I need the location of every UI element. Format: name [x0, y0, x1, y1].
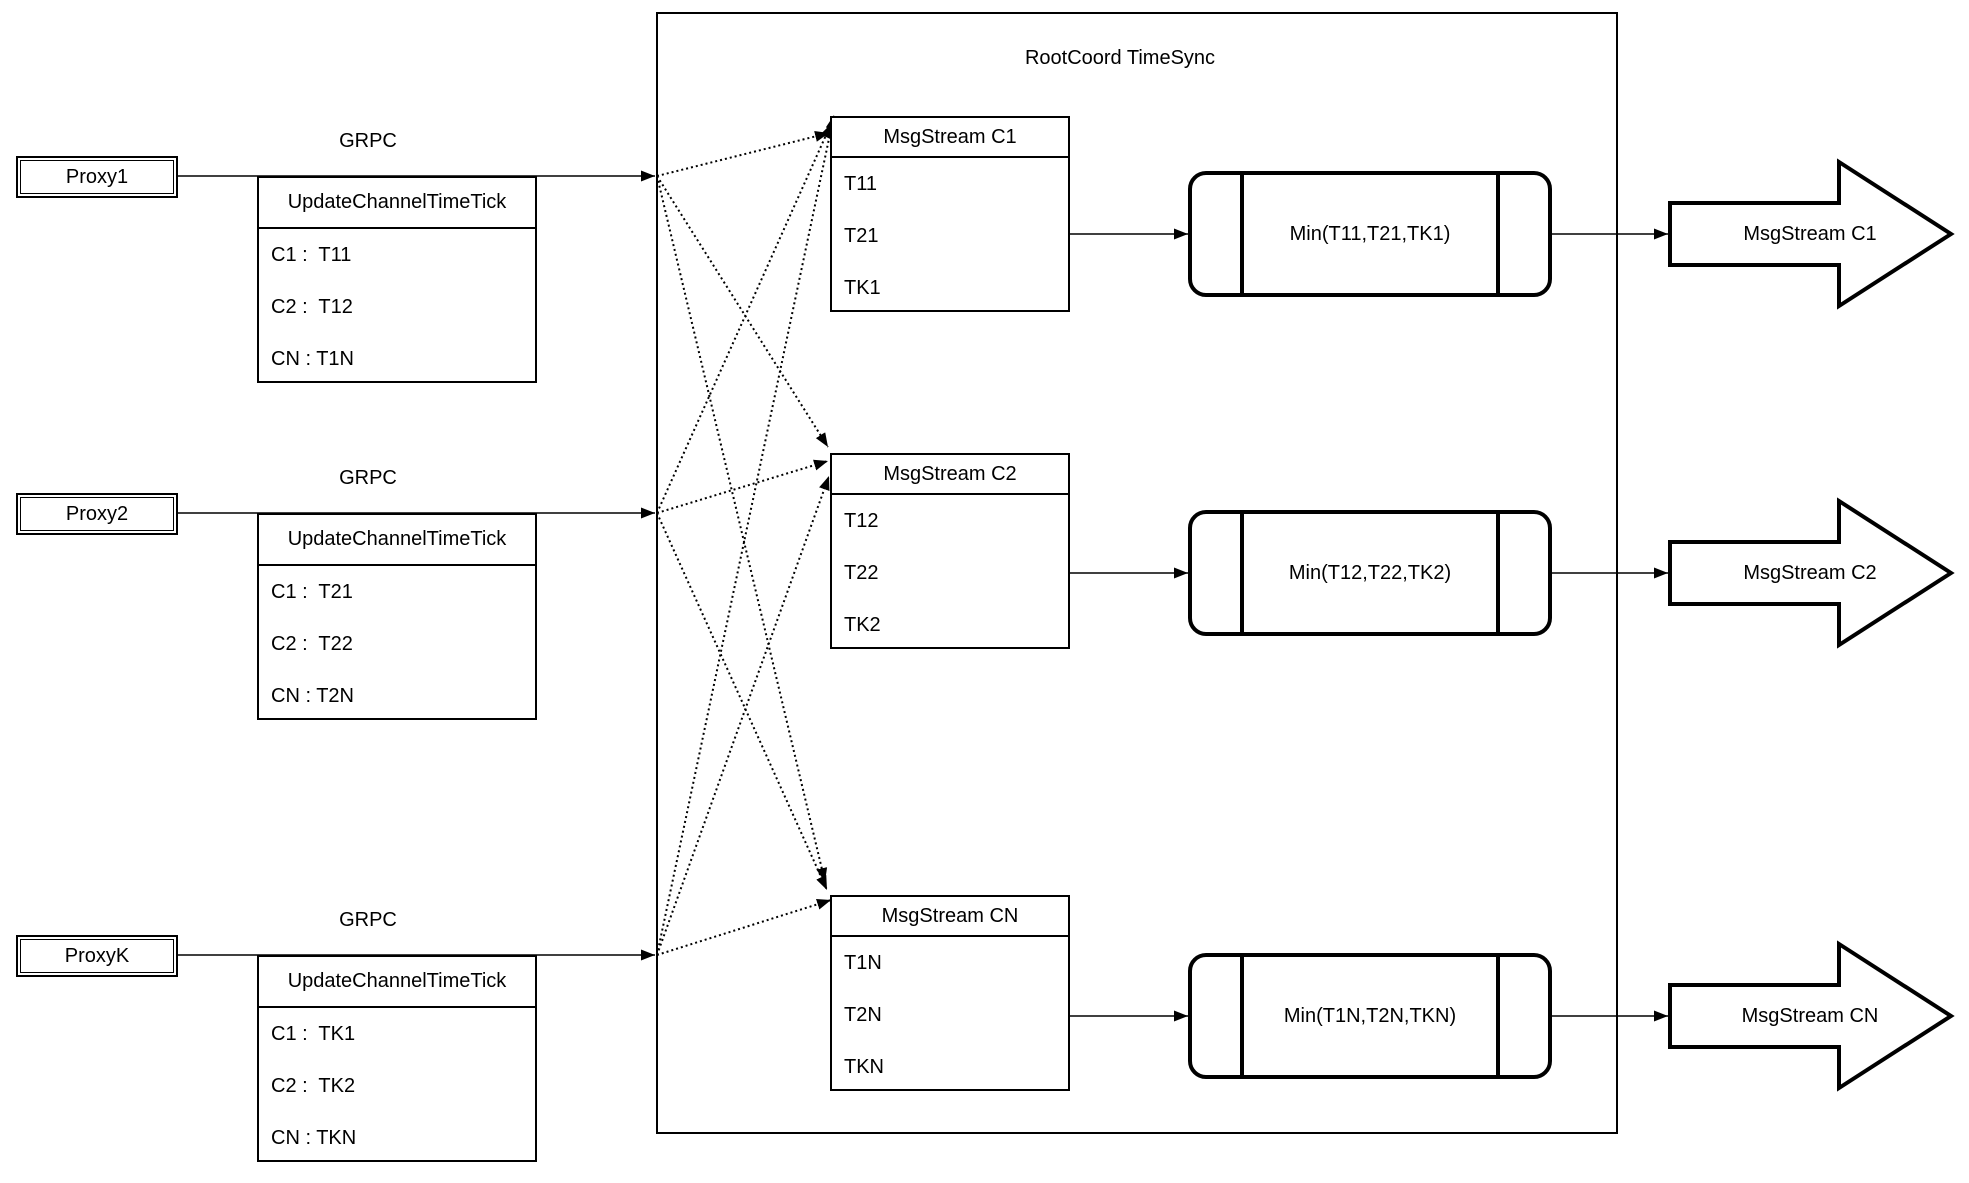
table-row: C1 : T21	[271, 580, 353, 603]
grpc-label-1: GRPC	[339, 130, 397, 152]
table-row: TK2	[844, 613, 881, 636]
fan-line-p1-c2	[656, 175, 829, 448]
table-header: MsgStream C2	[832, 455, 1068, 495]
proxy1-timetick-table: UpdateChannelTimeTick C1 : T11 C2 : T12 …	[257, 176, 537, 383]
proxyk-box: ProxyK	[16, 935, 178, 977]
table-row: C2 : T22	[271, 632, 353, 655]
table-header: MsgStream CN	[832, 897, 1068, 937]
fan-line-p2-c1	[656, 123, 832, 514]
proxy1-box: Proxy1	[16, 156, 178, 198]
table-row: CN : TKN	[271, 1126, 357, 1149]
fan-line-p2-cn	[656, 512, 828, 891]
table-row: C1 : TK1	[271, 1022, 356, 1045]
grpc-label-3: GRPC	[339, 909, 397, 931]
fan-line-p1-cn	[656, 175, 828, 883]
msgstream-c1-table: MsgStream C1 T11 T21 TK1	[830, 116, 1070, 312]
min2-label: Min(T12,T22,TK2)	[1288, 562, 1452, 584]
grpc-label-2: GRPC	[339, 467, 397, 489]
proxy2-timetick-table: UpdateChannelTimeTick C1 : T21 C2 : T22 …	[257, 513, 537, 720]
output-arrow-c2-label: MsgStream C2	[1743, 562, 1877, 584]
proxy2-box: Proxy2	[16, 493, 178, 535]
table-row: CN : T1N	[271, 347, 354, 370]
min1-label: Min(T11,T21,TK1)	[1289, 223, 1451, 245]
output-arrow-c1-label: MsgStream C1	[1743, 223, 1877, 245]
table-header: MsgStream C1	[832, 118, 1068, 158]
table-header: UpdateChannelTimeTick	[259, 178, 535, 229]
fan-line-p2-c2	[656, 459, 829, 514]
table-row: TKN	[844, 1055, 884, 1078]
table-row: C2 : T12	[271, 295, 353, 318]
table-row: T11	[844, 172, 877, 195]
table-row: CN : T2N	[271, 684, 354, 707]
table-row: C2 : TK2	[271, 1074, 356, 1097]
fan-line-p1-c1	[656, 131, 830, 177]
proxy2-label: Proxy2	[65, 502, 129, 525]
table-row: T22	[844, 561, 879, 584]
msgstream-c2-table: MsgStream C2 T12 T22 TK2	[830, 453, 1070, 649]
msgstream-cn-table: MsgStream CN T1N T2N TKN	[830, 895, 1070, 1091]
table-row: T12	[844, 509, 879, 532]
output-block-arrow-cn	[1668, 940, 1955, 1092]
minn-node-box	[1188, 953, 1552, 1079]
proxyk-timetick-table: UpdateChannelTimeTick C1 : TK1 C2 : TK2 …	[257, 955, 537, 1162]
table-row: T2N	[844, 1003, 882, 1026]
table-row: T21	[844, 224, 879, 247]
table-row: T1N	[844, 951, 882, 974]
min1-node-box	[1188, 171, 1552, 297]
proxy1-label: Proxy1	[65, 165, 129, 188]
table-header: UpdateChannelTimeTick	[259, 957, 535, 1008]
rootcoord-title: RootCoord TimeSync	[1024, 47, 1216, 69]
output-block-arrow-c1	[1668, 158, 1955, 310]
table-header: UpdateChannelTimeTick	[259, 515, 535, 566]
min2-node-box	[1188, 510, 1552, 636]
table-row: TK1	[844, 276, 881, 299]
fan-line-pk-cn	[656, 898, 832, 956]
proxyk-label: ProxyK	[64, 944, 130, 967]
minn-label: Min(T1N,T2N,TKN)	[1283, 1005, 1457, 1027]
fan-line-pk-c1	[656, 114, 837, 956]
table-row: C1 : T11	[271, 243, 352, 266]
output-block-arrow-c2	[1668, 497, 1955, 649]
output-arrow-cn-label: MsgStream CN	[1741, 1005, 1879, 1027]
